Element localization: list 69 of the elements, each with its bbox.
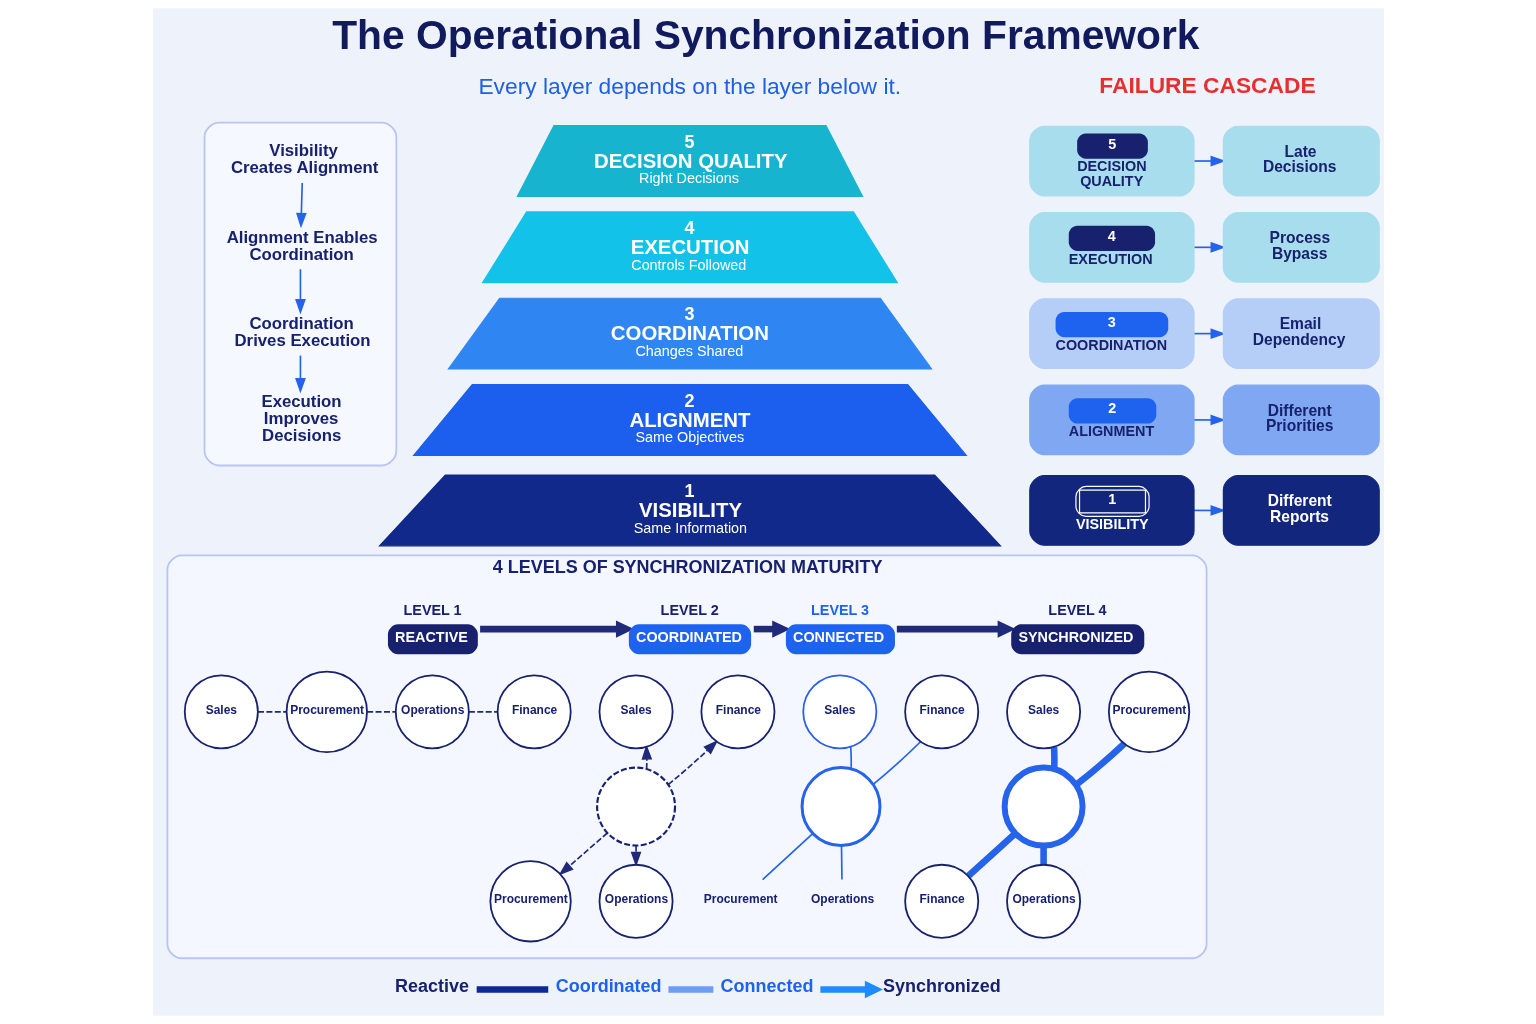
node-text: Execution Improves Decisions xyxy=(260,391,342,445)
arrow xyxy=(630,845,641,867)
arrow xyxy=(1192,241,1226,253)
arrow xyxy=(896,620,1016,638)
node-text: Synchronized xyxy=(882,976,1001,997)
arrow xyxy=(1192,155,1226,167)
node-box: Process Bypass xyxy=(1222,211,1380,283)
node-box: 5 DECISION QUALITY xyxy=(1028,125,1195,197)
arrow xyxy=(479,620,634,638)
node-box: Different Priorities xyxy=(1222,384,1380,456)
label: FAILURE CASCADE xyxy=(1098,71,1316,98)
node-box: REACTIVE xyxy=(387,624,478,655)
arrow xyxy=(1192,414,1226,426)
node-text: Reactive xyxy=(394,976,469,997)
node-circle: Sales xyxy=(598,674,673,750)
arrow xyxy=(295,182,307,229)
node-label: LEVEL 2 xyxy=(660,602,719,619)
node-circle: Finance xyxy=(700,674,775,750)
node-box: Email Dependency xyxy=(1222,298,1380,369)
connector xyxy=(1073,741,1126,788)
node-box: Late Decisions xyxy=(1222,125,1380,197)
node-text: Coordination Drives Execution xyxy=(234,314,371,350)
connector xyxy=(667,986,713,993)
node-box: COORDINATED xyxy=(628,624,751,655)
arrow xyxy=(819,980,883,999)
node-box: SYNCHRONIZED xyxy=(1010,624,1144,655)
node-circle: Procurement xyxy=(285,670,368,753)
node-text: Visibility Creates Alignment xyxy=(230,141,378,178)
arrow xyxy=(667,739,718,786)
node-circle: Finance xyxy=(496,674,572,750)
node-circle: Operations xyxy=(598,863,673,939)
diagram-title: The Operational Synchronization Framework xyxy=(331,12,1199,59)
connector xyxy=(871,740,921,786)
arrow xyxy=(641,744,652,770)
label: Every layer depends on the layer below it. xyxy=(477,73,901,100)
node-circle: Operations xyxy=(394,674,470,750)
node-box: 1 VISIBILITY xyxy=(1028,475,1195,546)
node-circle: Sales xyxy=(1005,674,1081,750)
node-box: 2 ALIGNMENT xyxy=(1028,384,1195,456)
node-text: Coordinated xyxy=(555,976,662,997)
connector xyxy=(840,845,843,881)
node-circle: Finance xyxy=(903,674,979,750)
node-label: LEVEL 4 xyxy=(1047,602,1106,619)
connector xyxy=(761,833,813,881)
node-circle xyxy=(800,766,881,847)
node-text: Operations xyxy=(810,892,874,907)
node-circle: Operations xyxy=(1005,863,1081,939)
node-circle: Finance xyxy=(903,863,979,939)
node-text: Procurement xyxy=(703,892,778,907)
node-label: LEVEL 3 xyxy=(810,602,869,619)
node-label: LEVEL 1 xyxy=(403,602,462,619)
node-box: 3 COORDINATION xyxy=(1028,298,1195,369)
node-box: 4 EXECUTION xyxy=(1028,211,1195,283)
arrow xyxy=(558,832,608,876)
connector xyxy=(849,746,852,770)
node-circle xyxy=(1001,764,1086,849)
arrow xyxy=(294,354,306,394)
arrow xyxy=(294,268,306,315)
node-text: Connected xyxy=(720,976,813,997)
connector xyxy=(1050,746,1058,770)
node-box: CONNECTED xyxy=(785,624,895,655)
node-circle: Sales xyxy=(183,674,259,750)
node-text: Alignment Enables Coordination xyxy=(226,227,378,264)
connector xyxy=(965,831,1017,879)
node-circle xyxy=(595,766,676,847)
connector xyxy=(1039,845,1047,865)
node-box: Different Reports xyxy=(1222,475,1380,546)
node-circle: Sales xyxy=(801,674,877,750)
node-circle: Procurement xyxy=(1107,670,1190,753)
